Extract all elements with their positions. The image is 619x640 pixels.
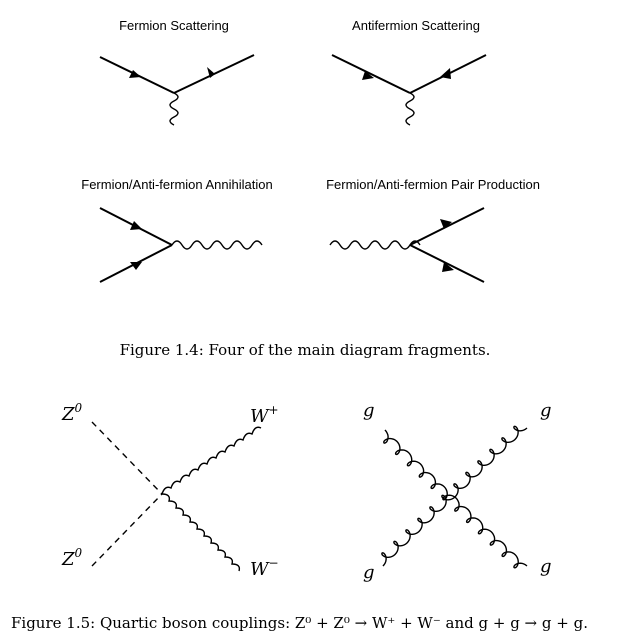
diagram-gluon-quartic: g g g g bbox=[363, 400, 552, 583]
photon-wavy-line bbox=[169, 92, 179, 126]
photon-wavy-line bbox=[405, 92, 415, 126]
arrow-icon bbox=[440, 68, 451, 79]
panel-title: Fermion/Anti-fermion Pair Production bbox=[326, 177, 540, 192]
photon-wavy-line bbox=[329, 240, 421, 250]
arrow-icon bbox=[130, 221, 142, 230]
arrow-icon bbox=[362, 71, 374, 80]
panel-title: Fermion Scattering bbox=[119, 18, 229, 33]
figure-1-5-caption: Figure 1.5: Quartic boson couplings: Z⁰ … bbox=[11, 614, 588, 632]
diagram-zz-ww: Z0 Z0 W+ W− bbox=[61, 401, 279, 580]
arrow-icon bbox=[129, 70, 141, 78]
gluon-lines bbox=[381, 425, 528, 569]
gluon-curly-line bbox=[381, 425, 528, 567]
arrow-icon bbox=[442, 262, 454, 272]
photon-wavy-line bbox=[171, 240, 263, 250]
z-boson-dashed-line bbox=[91, 493, 163, 567]
label-g: g bbox=[540, 556, 552, 577]
figure-1-4-caption: Figure 1.4: Four of the main diagram fra… bbox=[120, 341, 491, 359]
arrow-icon bbox=[207, 67, 215, 78]
panel-title: Antifermion Scattering bbox=[352, 18, 480, 33]
label-g: g bbox=[363, 400, 375, 421]
antifermion-line bbox=[331, 54, 411, 94]
w-boson-wavy-line bbox=[161, 426, 262, 495]
label-z0-bottom: Z0 bbox=[61, 546, 83, 570]
arrow-icon bbox=[130, 262, 142, 270]
panel-pair-production: Fermion/Anti-fermion Pair Production bbox=[326, 177, 540, 283]
z-boson-dashed-line bbox=[91, 421, 163, 495]
label-w-plus: W+ bbox=[250, 403, 279, 427]
label-z0-top: Z0 bbox=[61, 401, 83, 425]
panel-annihilation: Fermion/Anti-fermion Annihilation bbox=[81, 177, 273, 283]
label-w-minus: W− bbox=[250, 556, 279, 580]
antifermion-line bbox=[409, 244, 485, 283]
fermion-line bbox=[409, 207, 485, 246]
arrow-icon bbox=[440, 219, 452, 229]
panel-title: Fermion/Anti-fermion Annihilation bbox=[81, 177, 272, 192]
label-g: g bbox=[363, 562, 375, 583]
panel-fermion-scattering: Fermion Scattering bbox=[99, 18, 255, 126]
label-g: g bbox=[540, 400, 552, 421]
w-boson-wavy-line bbox=[161, 493, 241, 572]
panel-antifermion-scattering: Antifermion Scattering bbox=[331, 18, 487, 126]
gluon-curly-line bbox=[383, 429, 528, 569]
